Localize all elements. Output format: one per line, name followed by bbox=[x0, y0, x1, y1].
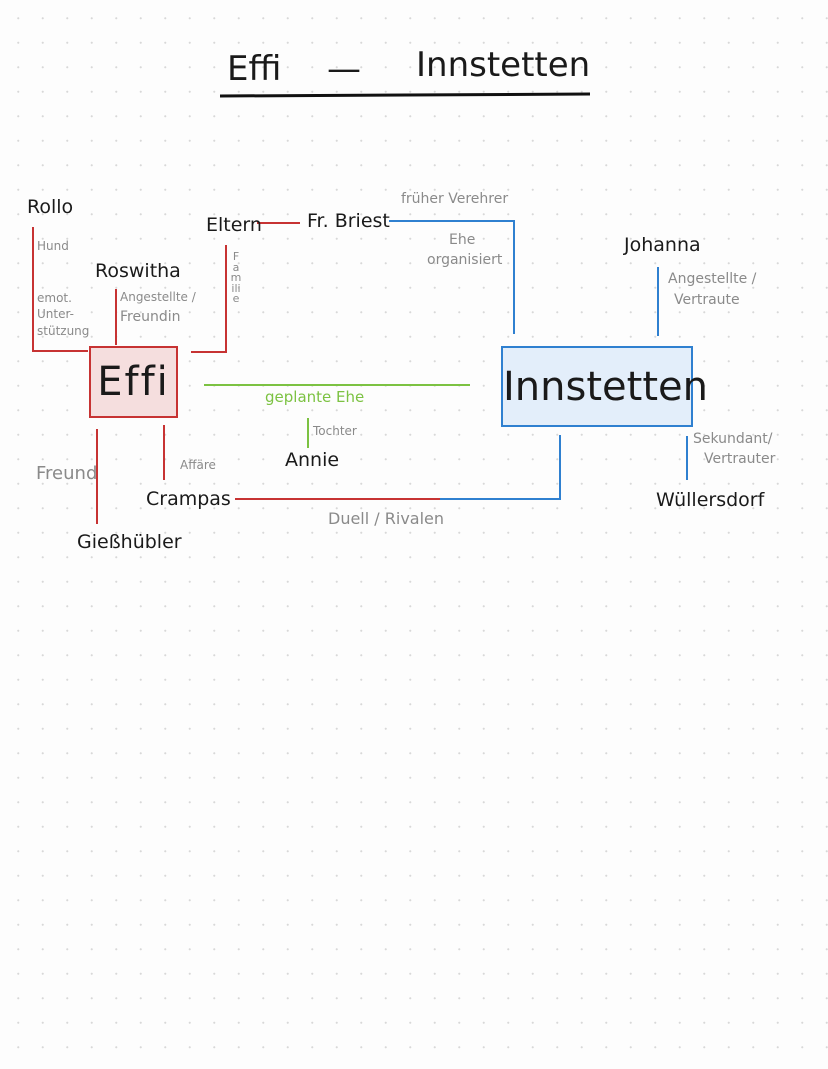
title-underline bbox=[219, 92, 591, 98]
rollo-effi-line bbox=[32, 227, 88, 352]
affaere-label: Affäre bbox=[180, 458, 216, 472]
geplante-ehe-label: geplante Ehe bbox=[265, 388, 365, 406]
emot-label-1: emot. bbox=[37, 291, 72, 305]
title-innstetten: Innstetten bbox=[416, 45, 591, 85]
ehe-label-1: Ehe bbox=[449, 232, 476, 248]
title-effi: Effi bbox=[227, 49, 282, 89]
roswitha-node: Roswitha bbox=[95, 260, 181, 282]
fr-briest-node: Fr. Briest bbox=[307, 210, 390, 232]
tochter-label: Tochter bbox=[313, 424, 357, 438]
roswitha-relation-1: Angestellte / bbox=[120, 290, 196, 304]
innstetten-node: Innstetten bbox=[501, 346, 708, 427]
eltern-effi-line bbox=[191, 245, 227, 353]
johanna-relation-1: Angestellte / bbox=[668, 271, 757, 287]
title-dash: — bbox=[327, 49, 361, 89]
johanna-relation-2: Vertraute bbox=[674, 292, 740, 308]
emot-label-2: Unter- bbox=[37, 307, 74, 321]
sekundant-label-2: Vertrauter bbox=[704, 451, 776, 467]
rollo-node: Rollo bbox=[27, 196, 74, 218]
giesshuebler-node: Gießhübler bbox=[77, 531, 182, 553]
emot-label-3: stützung bbox=[37, 324, 90, 338]
innstetten-label: Innstetten bbox=[503, 363, 708, 410]
annie-node: Annie bbox=[285, 449, 340, 471]
familie-label: Familie bbox=[230, 250, 242, 305]
crampas-node: Crampas bbox=[146, 488, 231, 510]
wuellersdorf-node: Wüllersdorf bbox=[656, 489, 765, 511]
effi-label: Effi bbox=[97, 359, 170, 405]
hund-label: Hund bbox=[37, 239, 69, 253]
duell-label: Duell / Rivalen bbox=[328, 509, 445, 528]
duell-line-blue bbox=[440, 435, 561, 500]
roswitha-relation-2: Freundin bbox=[120, 309, 181, 325]
ehe-label-2: organisiert bbox=[427, 252, 503, 268]
freund-label: Freund bbox=[36, 463, 98, 484]
johanna-node: Johanna bbox=[624, 234, 701, 256]
briest-innstetten-line bbox=[389, 220, 515, 334]
eltern-node: Eltern bbox=[206, 214, 262, 236]
effi-node: Effi bbox=[89, 346, 178, 418]
frueher-verehrer-label: früher Verehrer bbox=[401, 191, 509, 207]
sekundant-label-1: Sekundant/ bbox=[693, 431, 773, 447]
